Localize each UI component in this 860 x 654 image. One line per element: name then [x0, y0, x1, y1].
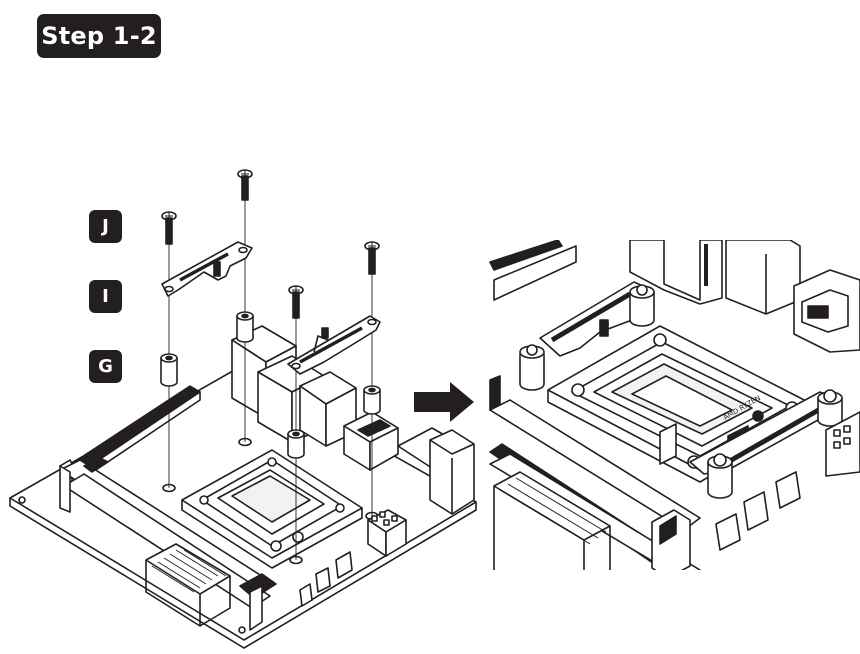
arrow-right-icon: [414, 382, 474, 422]
assembled-close-up-view: AMD RYZEN: [488, 240, 860, 570]
callout-j: J: [89, 210, 122, 243]
callout-i: I: [89, 280, 122, 313]
cpu-socket: [181, 449, 363, 569]
standoff-icon: [160, 311, 381, 459]
io-ports: [343, 411, 475, 515]
screw-icon: [161, 169, 380, 319]
step-title: Step 1-2: [37, 14, 161, 58]
motherboard-exploded-view: [9, 169, 477, 649]
bracket-icon: [161, 241, 381, 375]
callout-g: G: [89, 350, 122, 383]
cpu-power-connector: [367, 509, 407, 557]
atx-connector: [145, 543, 231, 627]
